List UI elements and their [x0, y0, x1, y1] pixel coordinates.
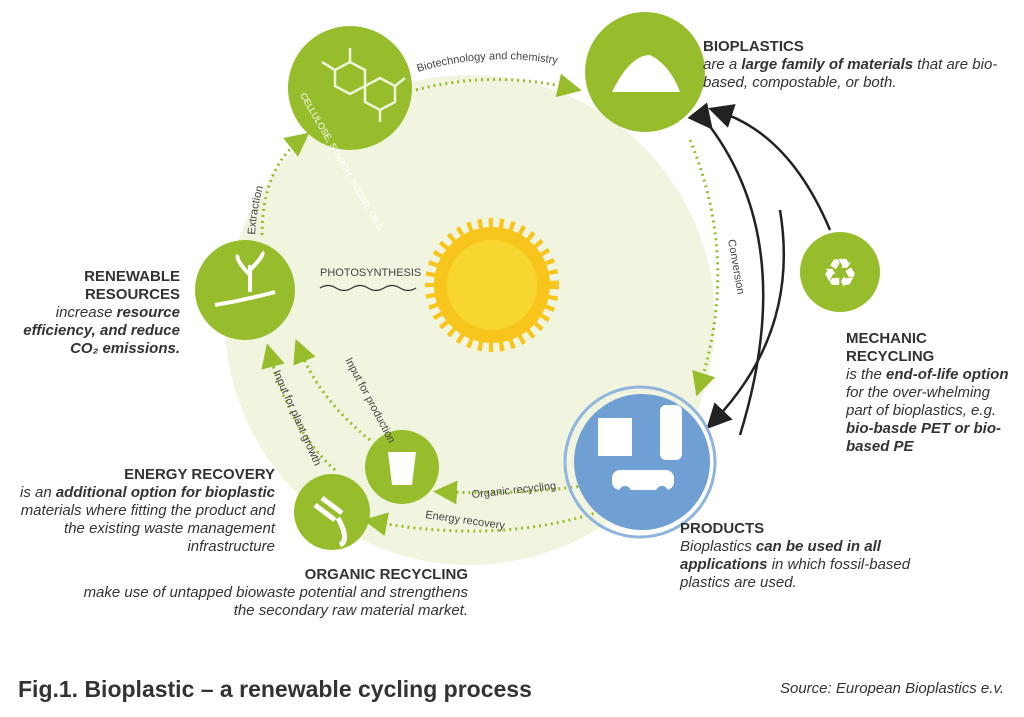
- renewable-title: RENEWABLE: [84, 268, 180, 285]
- text: is the: [846, 366, 887, 383]
- products-text: PRODUCTS Bioplastics can be used in all …: [680, 520, 920, 592]
- energy-title: ENERGY RECOVERY: [124, 466, 275, 483]
- photosynthesis-label: PHOTOSYNTHESIS: [320, 267, 421, 279]
- products-node: [563, 385, 717, 539]
- text: bio-basde PET or bio-based PE: [846, 420, 1002, 455]
- text: additional option for bioplastic: [55, 484, 275, 501]
- arrow-label-biotech: Biotechnology and chemistry: [415, 50, 559, 75]
- figure-caption: Fig.1. Bioplastic – a renewable cycling …: [18, 676, 532, 702]
- compost-bin-icon: [388, 452, 416, 485]
- text: large family of materials: [741, 56, 914, 73]
- bioplastics-node: [585, 12, 705, 132]
- mechanic-title2: RECYCLING: [846, 348, 935, 365]
- text: make use of untapped biowaste potential …: [83, 584, 468, 619]
- recycle-icon: ♻: [822, 251, 858, 297]
- text: end-of-life option: [886, 366, 1009, 383]
- text: for the over-whelming part of bioplastic…: [846, 384, 997, 419]
- energy-node: [294, 474, 370, 550]
- plug-icon: [313, 496, 347, 548]
- molecule-icon: [321, 48, 406, 122]
- text: in which fossil-based plastics are used.: [680, 556, 911, 591]
- arrow-label-conversion: Conversion: [725, 238, 746, 295]
- text: that are bio-based, compostable, or both…: [703, 56, 998, 91]
- energy-text: ENERGY RECOVERY is an additional option …: [10, 466, 275, 556]
- bioplastics-text: BIOPLASTICS are a large family of materi…: [703, 38, 1003, 92]
- bioplastics-title: BIOPLASTICS: [703, 38, 804, 55]
- mechanic-text: MECHANIC RECYCLING is the end-of-life op…: [846, 330, 1016, 456]
- hand-plant-icon: [214, 250, 276, 307]
- text: resource efficiency, and reduce CO₂ emis…: [23, 304, 180, 357]
- products-title: PRODUCTS: [680, 520, 765, 537]
- renewable-text: RENEWABLE RESOURCES increase resource ef…: [20, 268, 180, 358]
- mechanic-title: MECHANIC: [846, 330, 927, 347]
- renewable-node: [195, 240, 295, 340]
- car-icon: [612, 470, 674, 490]
- text: materials where fitting the product and …: [20, 502, 275, 555]
- bag-icon: [598, 418, 632, 456]
- compost-node: [365, 430, 439, 504]
- organic-text: ORGANIC RECYCLING make use of untapped b…: [80, 566, 468, 620]
- text: are a: [703, 56, 742, 73]
- source-credit: Source: European Bioplastics e.v.: [779, 680, 1004, 697]
- text: can be used in all applications: [680, 538, 881, 573]
- sun-icon: [425, 218, 559, 352]
- organic-title: ORGANIC RECYCLING: [304, 566, 468, 583]
- bottle-icon: [660, 405, 682, 460]
- renewable-title2: RESOURCES: [84, 286, 180, 303]
- recycle-node: ♻: [800, 232, 880, 312]
- granules-icon: [612, 55, 680, 92]
- text: is an: [19, 484, 56, 501]
- text: increase: [55, 304, 117, 321]
- text: Bioplastics: [680, 538, 756, 555]
